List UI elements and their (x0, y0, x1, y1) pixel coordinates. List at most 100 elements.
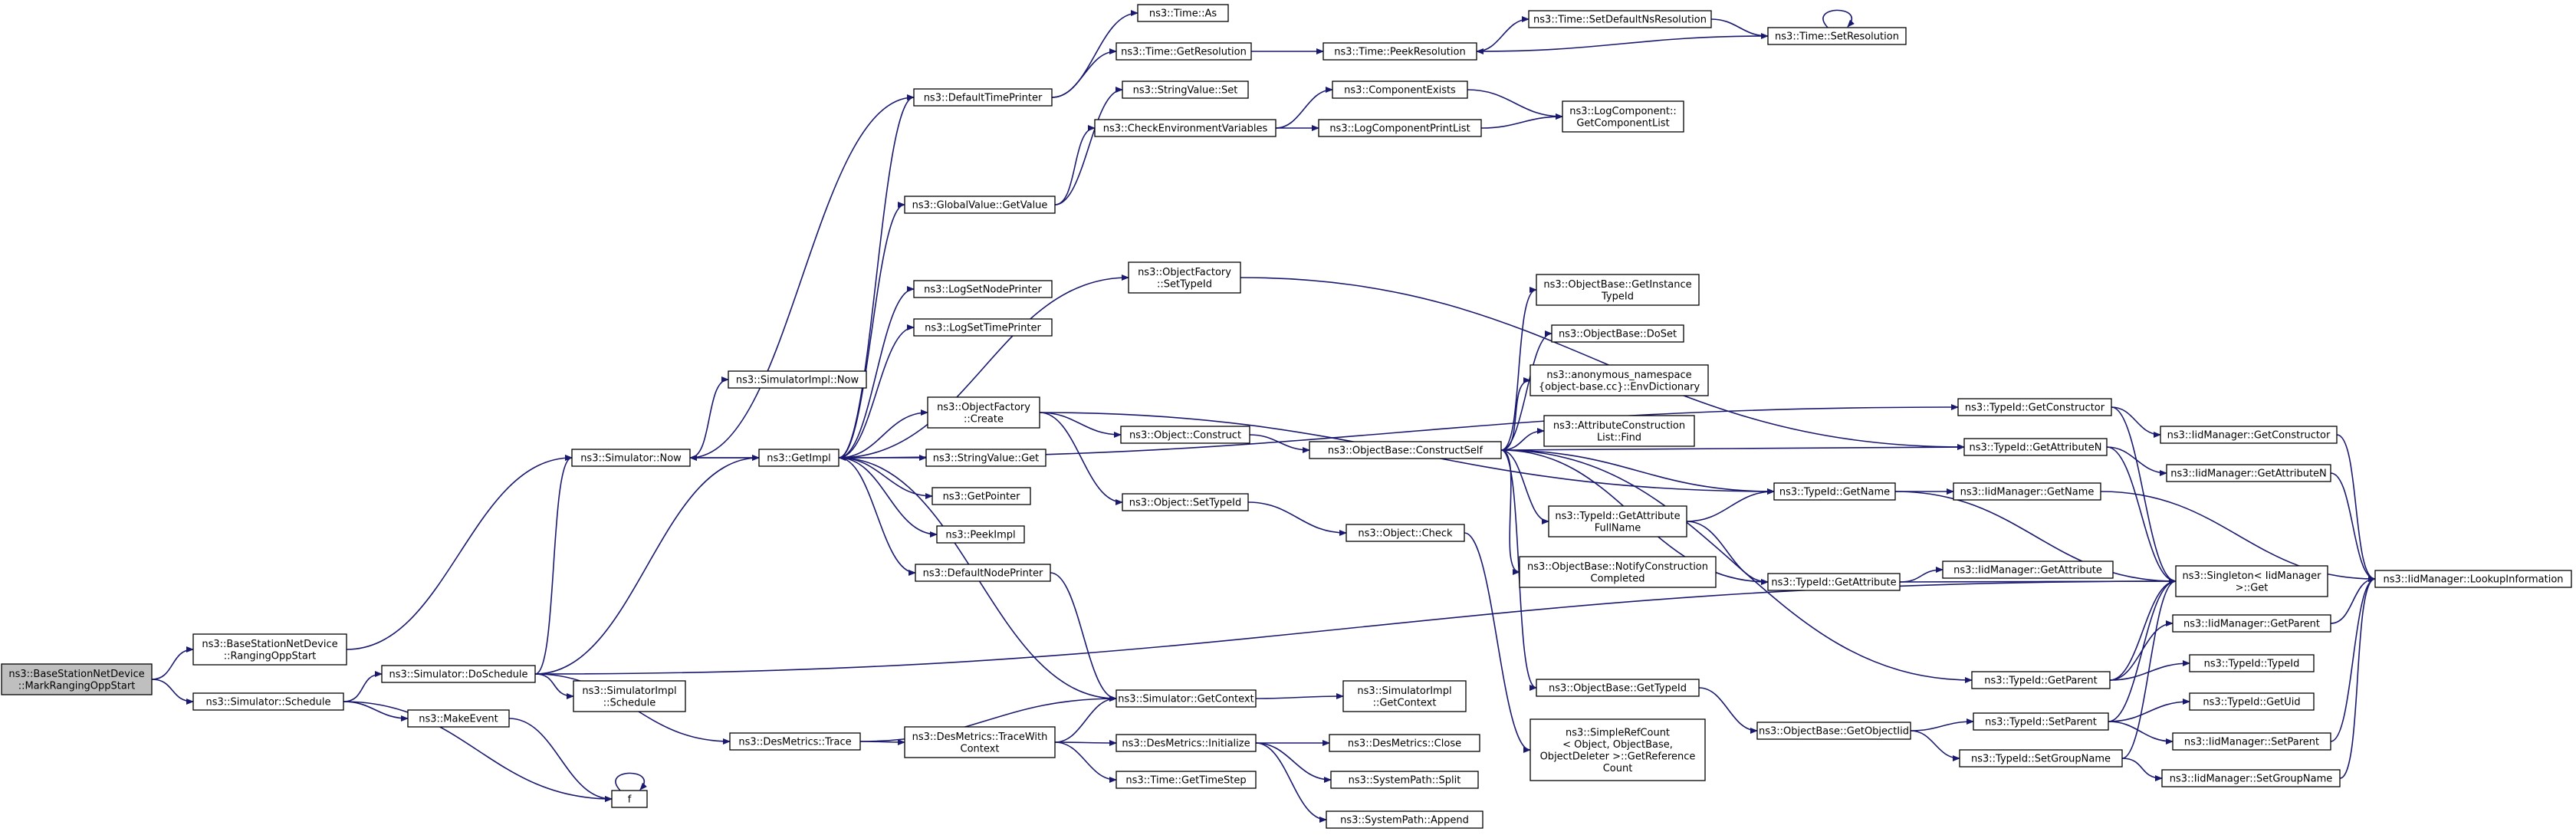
node-label: ns3::anonymous_namespace (1546, 370, 1691, 381)
edge-tidgetattr-to-singleton (1899, 578, 2177, 585)
node-layer: ns3::BaseStationNetDevice::MarkRangingOp… (1, 4, 2572, 829)
node-sched[interactable]: ns3::Simulator::Schedule (192, 692, 344, 711)
node-destrace[interactable]: ns3::DesMetrics::Trace (729, 732, 861, 751)
edge-obcself-to-obgettid (1500, 449, 1537, 691)
node-tidgetuid[interactable]: ns3::TypeId::GetUid (2189, 692, 2315, 711)
edge-tidsetparent-to-tidgetuid (2108, 699, 2190, 722)
node-root[interactable]: ns3::BaseStationNetDevice::MarkRangingOp… (1, 663, 153, 695)
node-lcpl[interactable]: ns3::LogComponentPrintList (1318, 119, 1482, 137)
node-tidgetattr[interactable]: ns3::TypeId::GetAttribute (1767, 573, 1901, 591)
node-getimpl[interactable]: ns3::GetImpl (758, 449, 840, 467)
node-iidgetname[interactable]: ns3::IidManager::GetName (1953, 482, 2101, 501)
node-svget[interactable]: ns3::StringValue::Get (925, 449, 1046, 467)
node-obgetoid[interactable]: ns3::ObjectBase::GetObjectIid (1756, 722, 1911, 740)
node-box (2172, 732, 2331, 751)
node-cev[interactable]: ns3::CheckEnvironmentVariables (1094, 119, 1276, 137)
node-timegetres[interactable]: ns3::Time::GetResolution (1116, 42, 1252, 61)
node-desclose[interactable]: ns3::DesMetrics::Close (1329, 734, 1480, 752)
node-obnotify[interactable]: ns3::ObjectBase::NotifyConstructionCompl… (1519, 556, 1717, 588)
node-tidtid[interactable]: ns3::TypeId::TypeId (2189, 654, 2315, 672)
node-objsettid[interactable]: ns3::Object::SetTypeId (1122, 493, 1249, 511)
node-tidsetgroup[interactable]: ns3::TypeId::SetGroupName (1959, 749, 2123, 768)
node-box (729, 732, 861, 751)
node-box (913, 318, 1053, 337)
node-label: ns3::Object::Construct (1129, 430, 1241, 442)
node-srcgrc[interactable]: ns3::SimpleRefCount< Object, ObjectBase,… (1530, 718, 1706, 781)
edge-tsetres-to-tsetres (1822, 9, 1855, 28)
node-ofsettid[interactable]: ns3::ObjectFactory::SetTypeId (1128, 261, 1241, 294)
node-simimplsched[interactable]: ns3::SimulatorImpl::Schedule (573, 680, 686, 712)
edge-bsrng-to-now (346, 455, 573, 650)
node-label: ns3::LogComponentPrintList (1329, 123, 1470, 135)
edge-tidgetctor-to-iidgetctor (2111, 406, 2161, 438)
node-ofcreate[interactable]: ns3::ObjectFactory::Create (927, 396, 1040, 429)
node-spappend[interactable]: ns3::SystemPath::Append (1326, 810, 1484, 829)
node-box (1528, 10, 1712, 28)
node-iidgetctor[interactable]: ns3::IidManager::GetConstructor (2160, 426, 2338, 444)
node-f[interactable]: f (611, 790, 648, 808)
edge-cev-to-compexists (1275, 87, 1333, 129)
node-box (1, 663, 153, 695)
node-iidgetattrn[interactable]: ns3::IidManager::GetAttributeN (2166, 464, 2331, 482)
node-label: ns3::Time::SetResolution (1775, 31, 1899, 43)
node-anonenv[interactable]: ns3::anonymous_namespace{object-base.cc}… (1530, 364, 1709, 396)
node-desinit[interactable]: ns3::DesMetrics::Initialize (1116, 734, 1257, 752)
node-iidgetattr[interactable]: ns3::IidManager::GetAttribute (1942, 561, 2114, 579)
node-label: ns3::TypeId::TypeId (2204, 659, 2300, 670)
node-tsetres[interactable]: ns3::Time::SetResolution (1767, 27, 1907, 45)
node-mkevt[interactable]: ns3::MakeEvent (407, 709, 510, 728)
node-box (1318, 119, 1482, 137)
node-label: ns3::CheckEnvironmentVariables (1103, 123, 1268, 135)
node-dosched[interactable]: ns3::Simulator::DoSchedule (381, 665, 536, 683)
node-obdoset[interactable]: ns3::ObjectBase::DoSet (1551, 324, 1684, 343)
node-box (1116, 734, 1257, 752)
node-singleton[interactable]: ns3::Singleton< IidManager>::Get (2175, 565, 2328, 597)
node-tidgetctor[interactable]: ns3::TypeId::GetConstructor (1957, 398, 2112, 416)
node-box (1773, 482, 1896, 501)
node-now[interactable]: ns3::Simulator::Now (571, 449, 691, 467)
edge-dosched-to-singleton (534, 578, 2177, 675)
node-lstp[interactable]: ns3::LogSetTimePrinter (913, 318, 1053, 337)
node-iidlookup[interactable]: ns3::IidManager::LookupInformation (2374, 570, 2572, 588)
node-box (1120, 426, 1250, 444)
node-timestep[interactable]: ns3::Time::GetTimeStep (1116, 771, 1257, 789)
node-simimplnow[interactable]: ns3::SimulatorImpl::Now (728, 370, 867, 389)
edge-tidgetattrn-to-iidgetattrn (2106, 446, 2167, 476)
node-compexists[interactable]: ns3::ComponentExists (1332, 81, 1468, 99)
node-spsplit[interactable]: ns3::SystemPath::Split (1330, 771, 1479, 789)
node-iidsetgroup[interactable]: ns3::IidManager::SetGroupName (2161, 769, 2341, 787)
node-defnp[interactable]: ns3::DefaultNodePrinter (915, 564, 1051, 582)
node-lsnp[interactable]: ns3::LogSetNodePrinter (913, 280, 1053, 298)
node-tidsetparent[interactable]: ns3::TypeId::SetParent (1973, 712, 2109, 731)
node-timeas[interactable]: ns3::Time::As (1137, 4, 1229, 22)
edge-root-to-sched (151, 679, 194, 705)
node-timepeekres[interactable]: ns3::Time::PeekResolution (1322, 42, 1477, 61)
node-tidgetname[interactable]: ns3::TypeId::GetName (1773, 482, 1896, 501)
node-tidgetattrn[interactable]: ns3::TypeId::GetAttributeN (1963, 438, 2108, 456)
node-deftp[interactable]: ns3::DefaultTimePrinter (913, 88, 1053, 107)
node-objcheck[interactable]: ns3::Object::Check (1346, 524, 1465, 542)
node-iidsetparent[interactable]: ns3::IidManager::SetParent (2172, 732, 2331, 751)
node-box (381, 665, 536, 683)
node-bsrng[interactable]: ns3::BaseStationNetDevice::RangingOppSta… (192, 633, 347, 666)
node-objconstruct[interactable]: ns3::Object::Construct (1120, 426, 1250, 444)
node-gvget[interactable]: ns3::GlobalValue::GetValue (904, 196, 1056, 214)
node-tidgetparent[interactable]: ns3::TypeId::GetParent (1971, 671, 2111, 689)
node-svset[interactable]: ns3::StringValue::Set (1122, 81, 1249, 99)
node-box (2166, 464, 2331, 482)
node-getptr[interactable]: ns3::GetPointer (932, 487, 1031, 505)
node-tsetdef[interactable]: ns3::Time::SetDefaultNsResolution (1528, 10, 1712, 28)
node-obgettid[interactable]: ns3::ObjectBase::GetTypeId (1536, 679, 1700, 697)
node-simimplgetctx[interactable]: ns3::SimulatorImpl::GetContext (1342, 680, 1467, 712)
node-iidgetparent[interactable]: ns3::IidManager::GetParent (2172, 614, 2331, 633)
node-simgetctx[interactable]: ns3::Simulator::GetContext (1116, 689, 1257, 708)
edge-tidgaf-to-tidgetattr (1686, 521, 1769, 585)
node-lcgcl[interactable]: ns3::LogComponent::GetComponentList (1562, 100, 1684, 133)
node-box (1767, 573, 1901, 591)
node-obcself[interactable]: ns3::ObjectBase::ConstructSelf (1309, 441, 1502, 459)
node-peekimpl[interactable]: ns3::PeekImpl (936, 525, 1025, 544)
